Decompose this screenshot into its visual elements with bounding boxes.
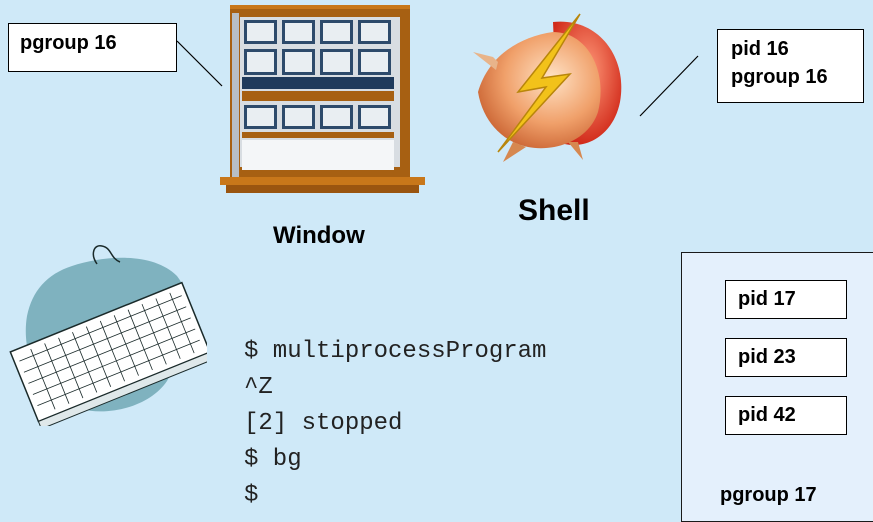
window-pgroup-text: pgroup 16 — [20, 32, 117, 54]
shell-pid-text: pid 16 — [731, 38, 789, 60]
shell-label: Shell — [518, 194, 590, 227]
shell-icon — [473, 13, 622, 162]
process-pid-text: pid 17 — [738, 288, 796, 310]
window-label: Window — [273, 222, 365, 249]
shell-pgroup-text: pgroup 16 — [731, 66, 828, 88]
terminal-line: $ bg — [244, 446, 302, 473]
keyboard-icon — [9, 245, 207, 426]
terminal-output: $ multiprocessProgram ^Z [2] stopped $ bg $ — [244, 334, 546, 514]
process-group-label: pgroup 17 — [720, 484, 817, 506]
shell-connector-line — [639, 55, 699, 117]
process-pid-box: pid 42 — [725, 396, 847, 435]
terminal-line: ^Z — [244, 374, 273, 401]
window-pgroup-box: pgroup 16 — [8, 23, 177, 72]
window-icon — [220, 5, 425, 193]
process-pid-box: pid 23 — [725, 338, 847, 377]
terminal-line: $ multiprocessProgram — [244, 338, 547, 365]
process-group-box: pid 17 pid 23 pid 42 pgroup 17 — [681, 252, 873, 522]
terminal-line: $ — [244, 482, 259, 509]
shell-info-box: pid 16 pgroup 16 — [717, 29, 864, 103]
process-pid-box: pid 17 — [725, 280, 847, 319]
process-pid-text: pid 23 — [738, 346, 796, 368]
terminal-line: [2] stopped — [244, 410, 403, 437]
process-pid-text: pid 42 — [738, 404, 796, 426]
window-connector-line — [176, 40, 223, 87]
